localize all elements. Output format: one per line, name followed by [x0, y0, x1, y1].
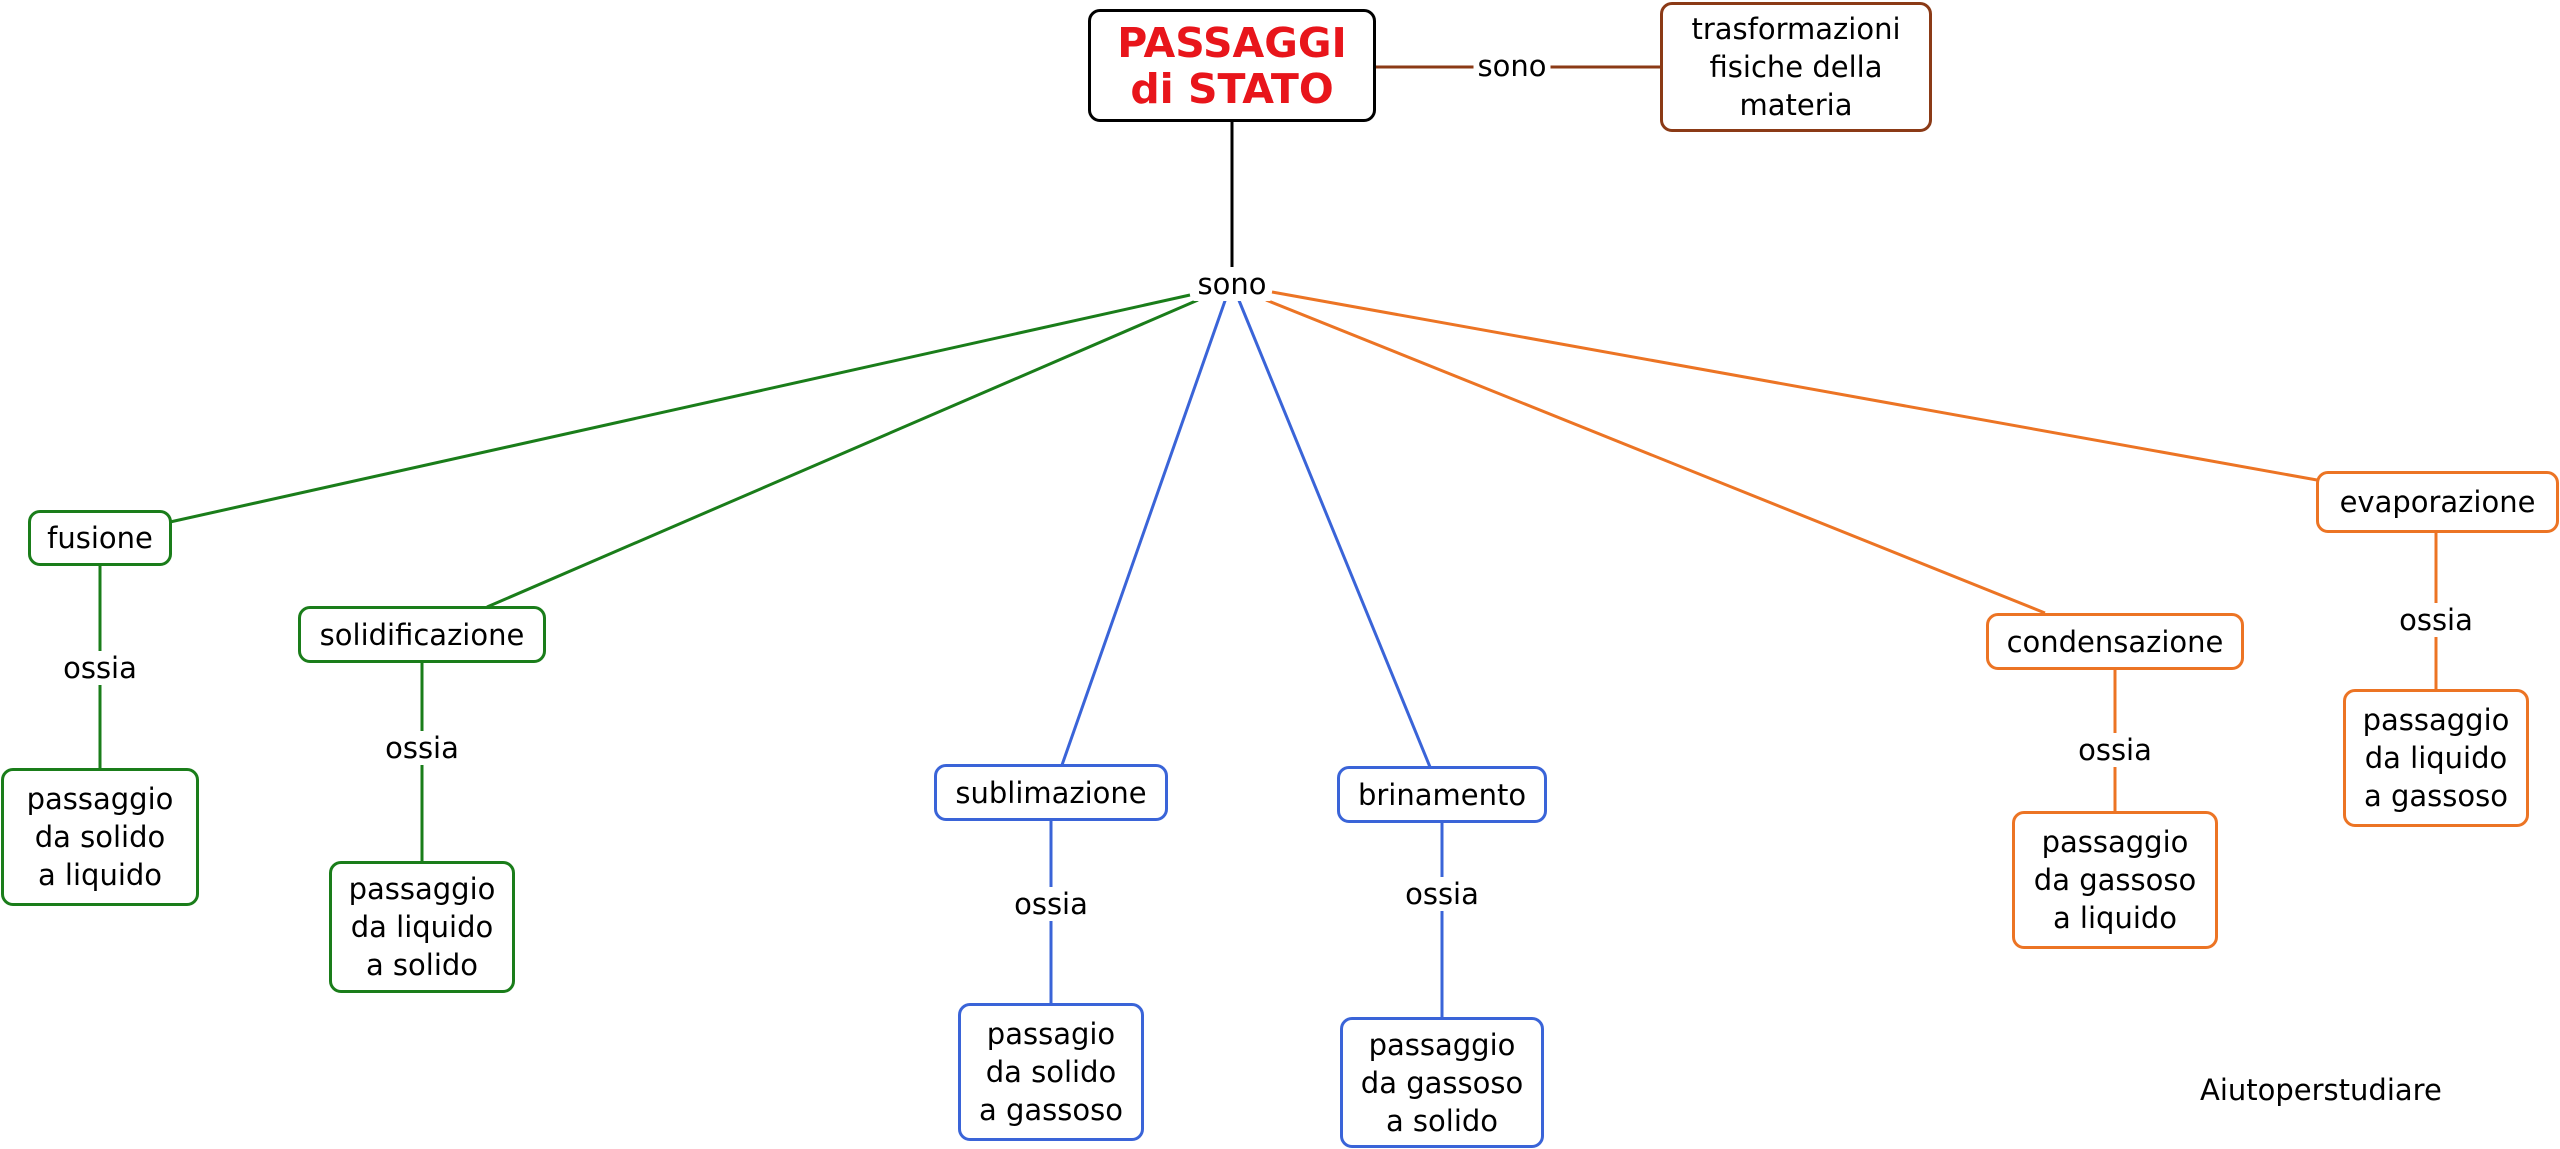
connector-hub-sublimazione — [1060, 297, 1228, 766]
connector-hub-fusione — [169, 293, 1191, 524]
branch-node-fusione: fusione — [28, 510, 172, 566]
branch-link-label-fusione: ossia — [59, 651, 141, 685]
branch-node-brinamento: brinamento — [1337, 766, 1547, 823]
branch-link-label-condensazione: ossia — [2074, 733, 2156, 767]
credit-text: Aiutoperstudiare — [2200, 1073, 2442, 1107]
branch-link-label-brinamento: ossia — [1401, 877, 1483, 911]
connector-hub-solidificazione — [486, 298, 1199, 609]
branch-node-sublimazione: sublimazione — [934, 764, 1168, 821]
connector-hub-brinamento — [1236, 297, 1432, 768]
desc-node-condensazione: passaggio da gassoso a liquido — [2012, 811, 2218, 949]
desc-node-solidificazione: passaggio da liquido a solido — [329, 861, 515, 993]
connector-hub-condensazione — [1265, 298, 2046, 615]
hub-label: sono — [1193, 267, 1271, 301]
branch-node-evaporazione: evaporazione — [2316, 471, 2559, 533]
desc-node-evaporazione: passaggio da liquido a gassoso — [2343, 689, 2529, 827]
definition-node: trasformazioni fisiche della materia — [1660, 2, 1932, 132]
title-node: PASSAGGI di STATO — [1088, 9, 1376, 122]
desc-node-sublimazione: passagio da solido a gassoso — [958, 1003, 1144, 1141]
branch-link-label-solidificazione: ossia — [381, 731, 463, 765]
branch-link-label-evaporazione: ossia — [2395, 603, 2477, 637]
definition-link-label: sono — [1473, 49, 1551, 83]
branch-node-condensazione: condensazione — [1986, 613, 2244, 670]
connector-hub-evaporazione — [1271, 290, 2318, 482]
branch-node-solidificazione: solidificazione — [298, 606, 546, 663]
desc-node-brinamento: passaggio da gassoso a solido — [1340, 1017, 1544, 1148]
desc-node-fusione: passaggio da solido a liquido — [1, 768, 199, 906]
branch-link-label-sublimazione: ossia — [1010, 887, 1092, 921]
